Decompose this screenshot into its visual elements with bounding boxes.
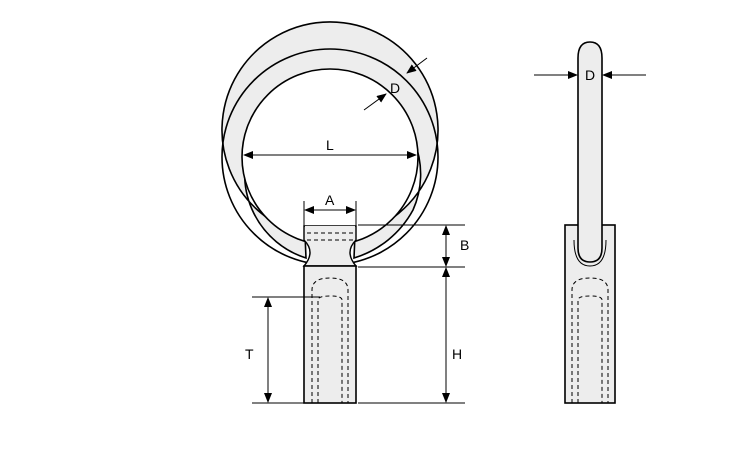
shank-a-label: A <box>325 192 335 208</box>
side-view: D <box>534 41 646 404</box>
front-view: D L A B H T <box>221 21 469 404</box>
height-h-label: H <box>452 346 462 362</box>
side-seat-arc <box>573 239 607 267</box>
side-d-label: D <box>585 67 595 83</box>
height-b-label: B <box>460 237 469 253</box>
thread-hidden-inner <box>317 295 343 403</box>
side-thread-hidden-outer <box>571 277 609 403</box>
side-ring-rod <box>577 41 603 263</box>
thread-hidden-outer <box>311 277 349 403</box>
thread-t-label: T <box>245 346 254 362</box>
front-d-arrow-outer <box>406 57 428 74</box>
side-body <box>564 224 616 404</box>
shank <box>303 265 357 404</box>
ring-l-label: L <box>326 137 334 153</box>
side-thread-hidden-inner <box>577 295 603 403</box>
front-d-arrow-inner <box>363 93 387 111</box>
front-d-label: D <box>390 80 400 96</box>
